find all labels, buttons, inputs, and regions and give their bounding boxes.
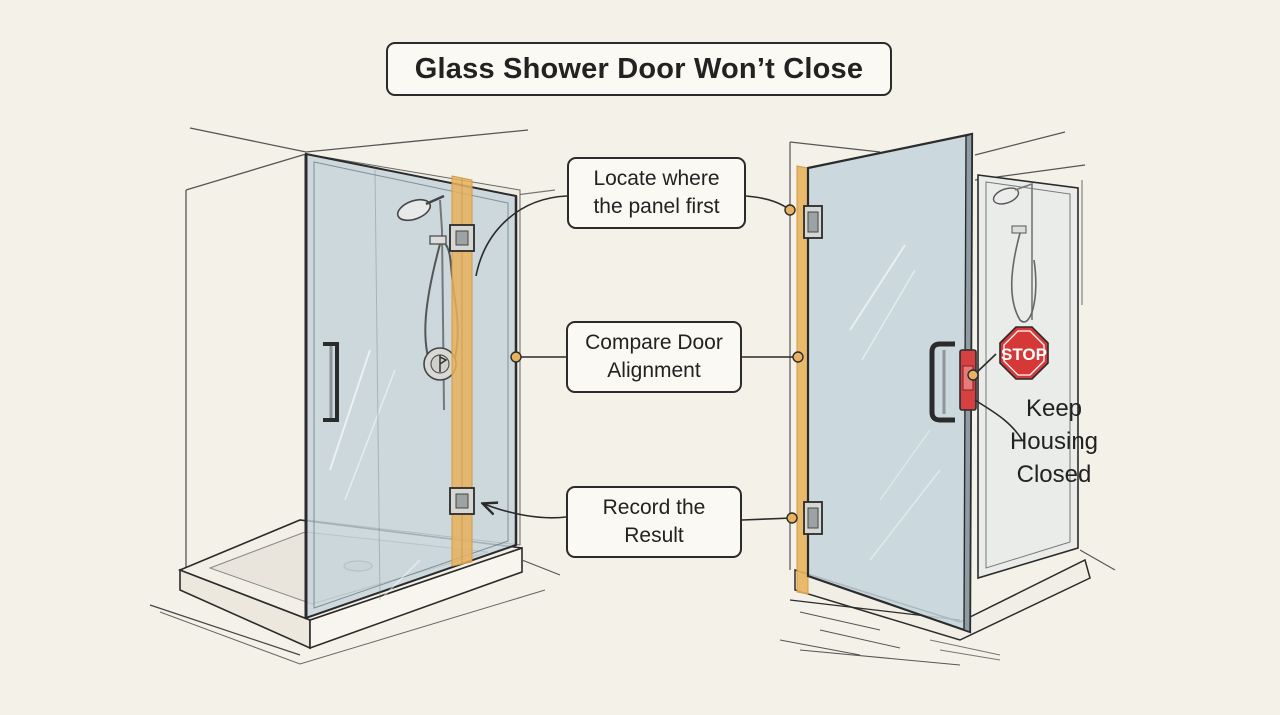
right-upper-hinge bbox=[803, 205, 823, 239]
stop-sign-icon: STOP bbox=[999, 326, 1049, 380]
left-lower-hinge bbox=[449, 487, 475, 515]
shower-head-icon bbox=[396, 194, 459, 411]
left-shower-enclosure bbox=[149, 127, 561, 665]
left-upper-hinge bbox=[449, 224, 475, 252]
left-door-handle bbox=[323, 342, 339, 422]
connector-lines bbox=[475, 195, 1023, 521]
right-shower-enclosure: STOP bbox=[779, 131, 1116, 666]
callout-locate-panel: Locate where the panel first bbox=[567, 157, 746, 229]
right-door-handle bbox=[929, 341, 955, 423]
page-title: Glass Shower Door Won’t Close bbox=[386, 42, 892, 96]
stop-sign-text: STOP bbox=[1001, 345, 1047, 364]
back-shower-head-icon bbox=[992, 182, 1037, 323]
latch-housing-warning bbox=[959, 349, 977, 411]
warning-label: Keep Housing Closed bbox=[1009, 395, 1099, 488]
right-wall-jamb-highlight bbox=[796, 165, 809, 595]
connector-dots bbox=[510, 204, 979, 524]
callout-record-result: Record the Result bbox=[566, 486, 742, 558]
right-lower-hinge bbox=[803, 501, 823, 535]
callout-compare-alignment: Compare Door Alignment bbox=[566, 321, 742, 393]
